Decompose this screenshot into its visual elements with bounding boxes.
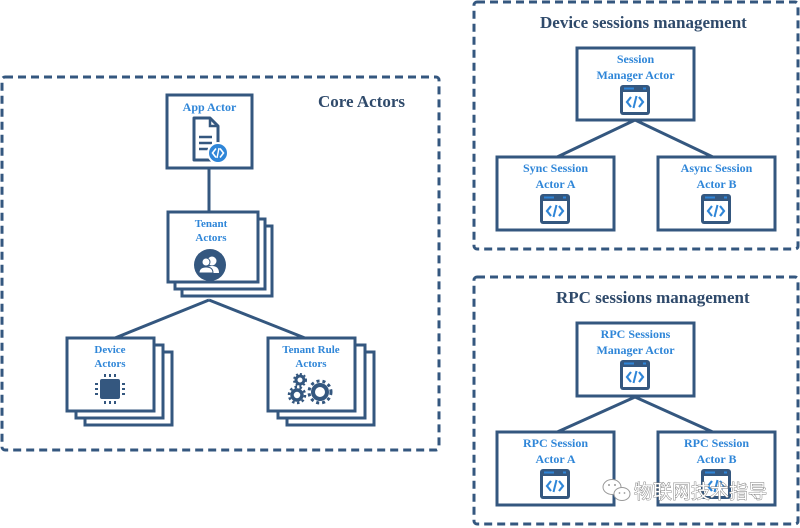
node-label: Session [617,52,655,66]
node-rpc-session-actor-a[interactable]: RPC Session Actor A [495,430,616,507]
edge-tenant-to-device [109,298,210,342]
node-label: Async Session [681,161,753,175]
edge-session-manager-to-sync [554,118,636,160]
node-label: Sync Session [523,161,588,175]
node-label: Tenant Rule [282,344,339,356]
node-label: RPC Session [523,436,588,450]
code-window-icon [538,467,572,501]
watermark-text: 物联网技术指导 [634,481,767,503]
group-border [472,275,800,526]
edges [109,118,716,435]
node-device-actors[interactable]: Device Actors [65,336,174,427]
edge-rpc-manager-to-b [634,395,716,435]
node-async-session-actor-b[interactable]: Async Session Actor B [656,155,777,232]
node-sync-session-actor-a[interactable]: Sync Session Actor A [495,155,616,232]
code-window-icon [618,83,652,117]
edge-session-manager-to-async [634,118,716,160]
node-label: Actors [94,358,126,370]
code-window-icon [699,192,733,226]
node-label: App Actor [183,100,237,114]
node-label: Actors [295,358,327,370]
group-title: RPC sessions management [556,288,750,307]
node-label: Manager Actor [596,68,675,82]
node-label: Device [94,344,125,356]
chip-icon [95,374,125,404]
code-document-icon [192,116,229,164]
node-rpc-session-actor-b[interactable]: RPC Session Actor B [656,430,777,507]
node-label: Actors [195,232,227,244]
group-title: Device sessions management [540,13,747,32]
group-device-sessions: Device sessions management [472,0,800,251]
node-label: Manager Actor [596,343,675,357]
edge-rpc-manager-to-a [554,395,636,435]
node-label: Actor A [535,177,575,191]
users-icon [194,249,226,281]
code-window-icon [618,358,652,392]
group-border [472,0,800,251]
gears-icon [287,373,333,405]
node-label: Actor B [696,177,736,191]
node-label: RPC Session [684,436,749,450]
group-border [0,75,441,452]
node-label: Actor A [535,452,575,466]
node-tenant-actors[interactable]: Tenant Actors [166,210,274,298]
group-title: Core Actors [318,92,405,111]
group-core-actors: Core Actors [0,75,441,452]
code-window-icon [538,192,572,226]
node-rpc-sessions-manager-actor[interactable]: RPC Sessions Manager Actor [575,321,696,398]
wechat-icon [602,479,631,501]
node-tenant-rule-actors[interactable]: Tenant Rule Actors [266,336,376,427]
watermark: 物联网技术指导 [602,479,767,503]
node-label: RPC Sessions [601,327,671,341]
node-session-manager-actor[interactable]: Session Manager Actor [575,46,696,122]
node-app-actor[interactable]: App Actor [165,93,254,170]
edge-tenant-to-tenant-rule [208,298,311,342]
node-label: Tenant [195,218,228,230]
node-label: Actor B [696,452,736,466]
group-rpc-sessions: RPC sessions management [472,275,800,526]
